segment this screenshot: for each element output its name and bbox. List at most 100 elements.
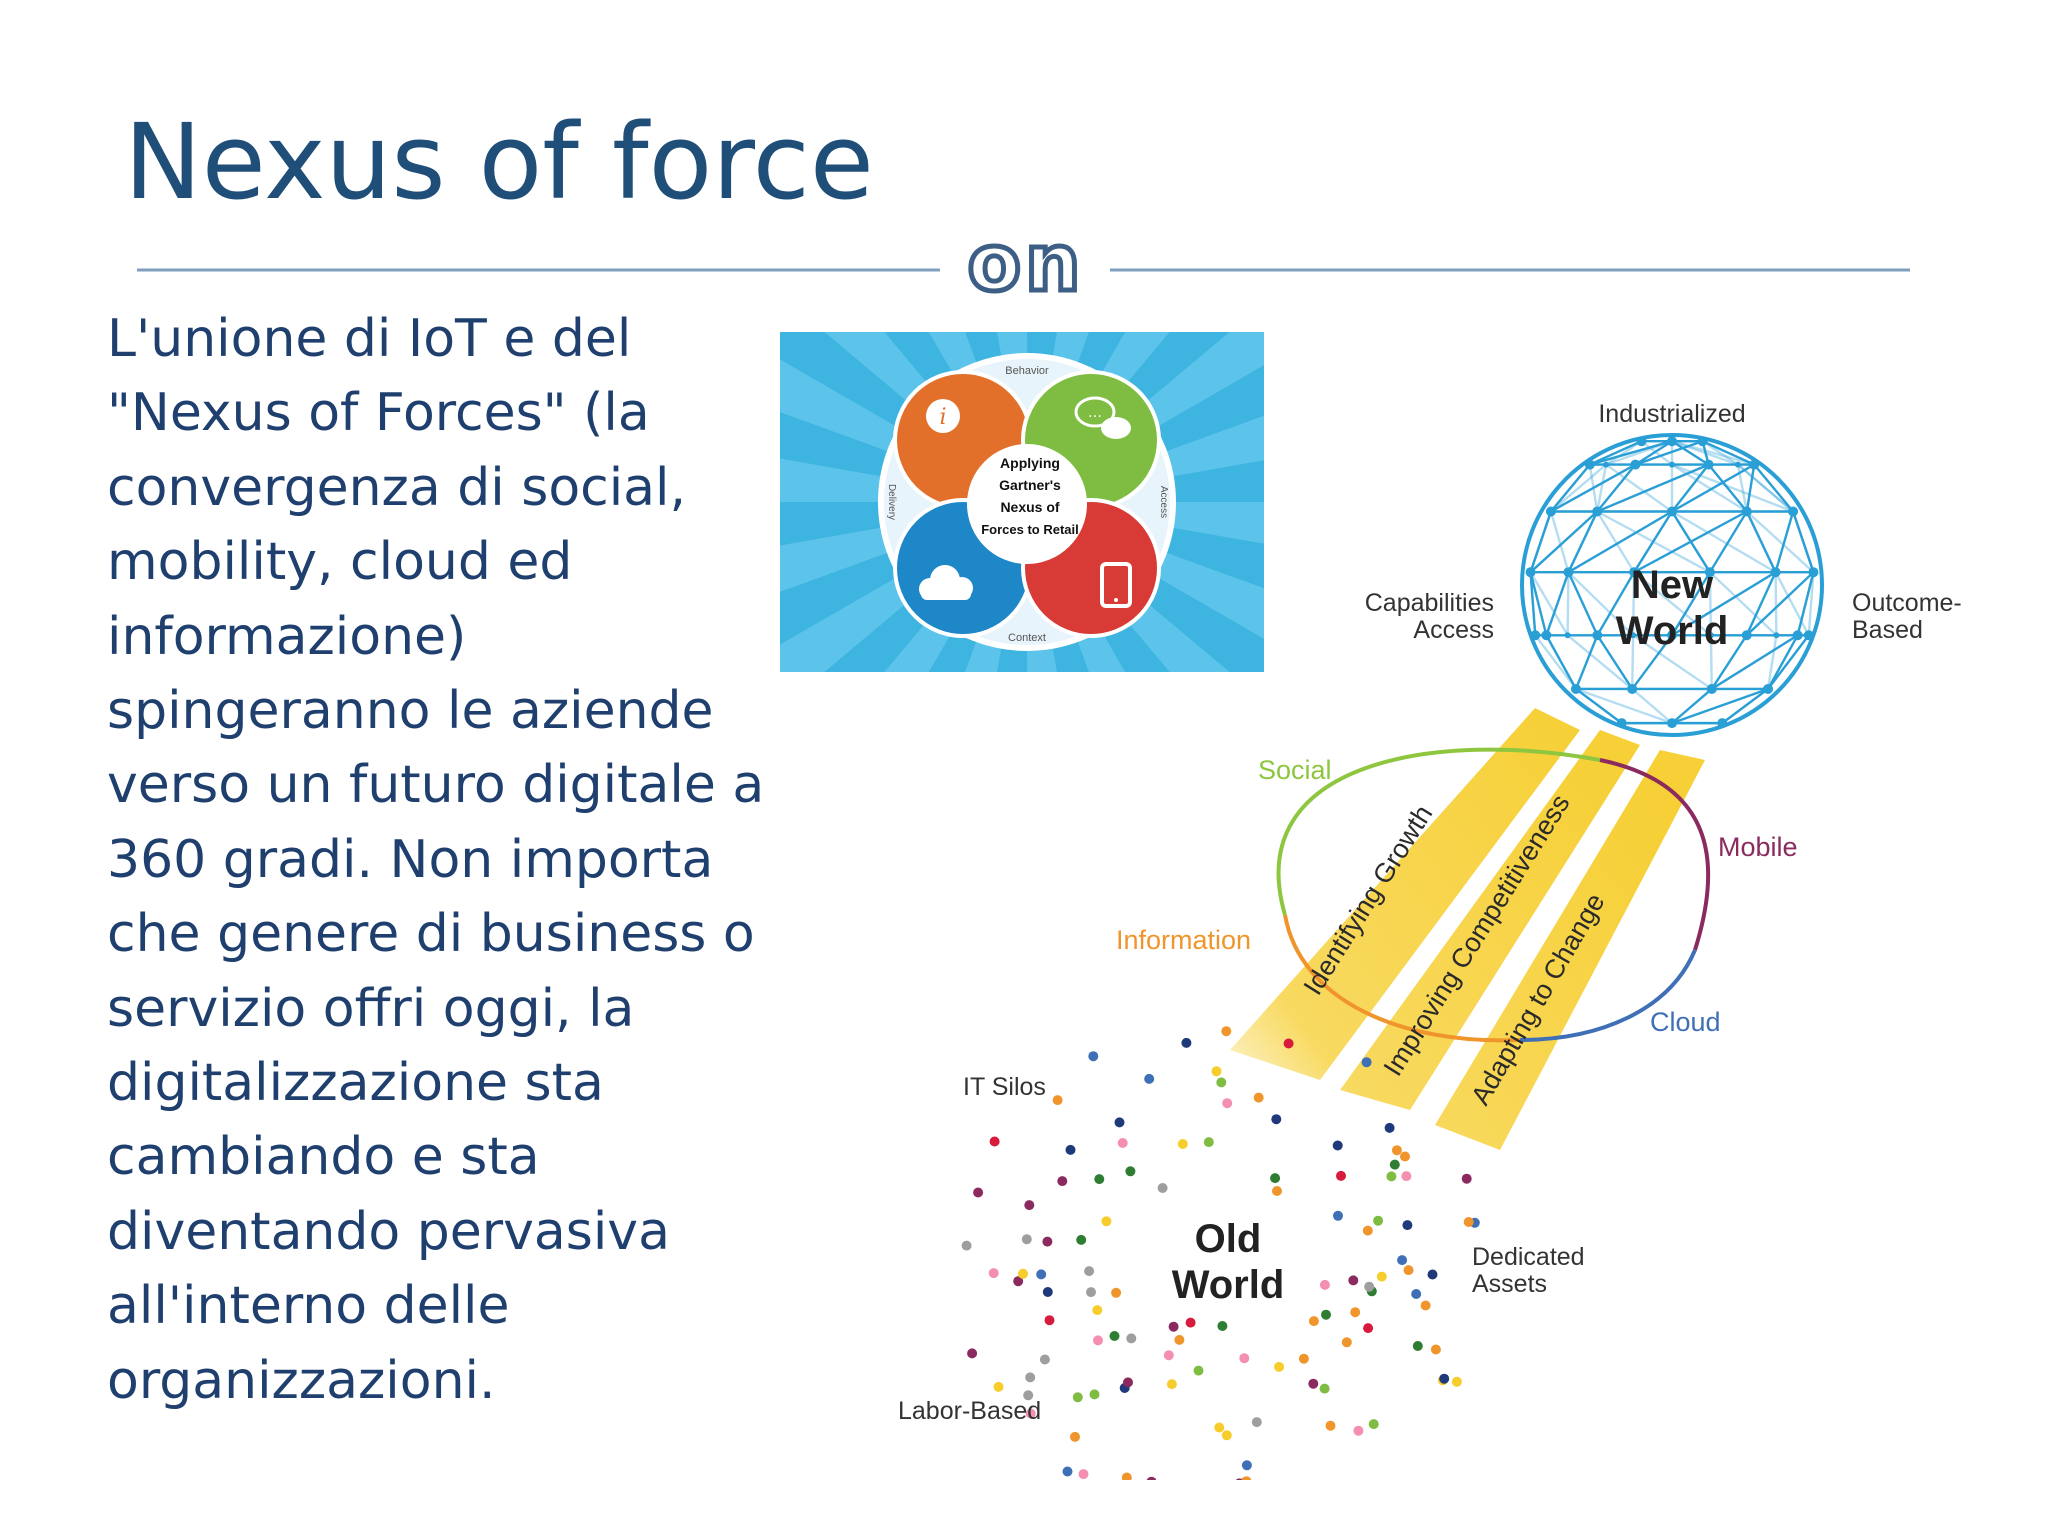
sphere-edge	[1631, 635, 1635, 689]
info-icon: i	[926, 399, 960, 433]
old-world-dots	[961, 1026, 1480, 1480]
center-line-2: Gartner's	[999, 477, 1061, 493]
old-world-dot	[1403, 1265, 1414, 1276]
beam-adapting-to-change	[1435, 750, 1705, 1150]
sphere-edge	[1640, 440, 1673, 466]
body-line: "Nexus of Forces" (la	[107, 383, 650, 444]
sphere-node	[1708, 685, 1715, 692]
sphere-node	[1530, 630, 1541, 641]
old-world-dot	[1402, 1220, 1413, 1231]
sphere-node	[1669, 438, 1675, 445]
sphere-edge	[1766, 635, 1778, 690]
sphere-node	[1790, 508, 1797, 515]
old-world-dot	[1114, 1117, 1125, 1128]
sphere-edge	[1774, 572, 1778, 636]
old-world-dot	[993, 1381, 1004, 1392]
sphere-edge	[1567, 510, 1673, 574]
body-line: cambiando e sta	[107, 1127, 540, 1188]
sphere-node	[1563, 567, 1574, 578]
old-world-dot	[1214, 1422, 1225, 1433]
sphere-edge	[1671, 440, 1755, 466]
label-delivery: Delivery	[886, 484, 897, 520]
sphere-edge	[1745, 571, 1815, 637]
ring-label-mobile: Mobile	[1718, 832, 1798, 862]
label-it-silos: IT Silos	[963, 1073, 1046, 1101]
sphere-edge	[1596, 463, 1710, 513]
sphere-edge	[1721, 687, 1769, 725]
sphere-edge	[1745, 510, 1777, 573]
sphere-node	[1630, 459, 1641, 470]
old-world-dot	[1057, 1176, 1068, 1187]
old-world-dot	[1333, 1210, 1343, 1221]
old-world-dot	[1319, 1279, 1330, 1290]
old-world-dot	[1391, 1145, 1402, 1156]
old-world-dot	[1384, 1122, 1395, 1133]
old-world-dot	[1023, 1390, 1034, 1401]
body-line: che genere di business o	[107, 904, 755, 965]
label-capabilities-line-1: Capabilities	[1365, 589, 1494, 617]
sphere-node	[1669, 508, 1675, 515]
old-world-dot	[1181, 1037, 1192, 1048]
old-world-dot	[1221, 1430, 1232, 1441]
old-world-dot	[1411, 1289, 1422, 1299]
sphere-node	[1669, 461, 1675, 468]
old-world-dot	[1078, 1469, 1089, 1480]
old-world-dot	[1325, 1420, 1336, 1431]
old-world-dot	[1025, 1408, 1036, 1419]
old-world-dot	[1461, 1173, 1472, 1184]
sphere-edge	[1737, 463, 1794, 513]
sphere-edge	[1711, 634, 1799, 690]
old-world-dot	[1332, 1140, 1343, 1151]
sphere-node	[1703, 459, 1714, 470]
old-world-dot	[1042, 1236, 1053, 1247]
sphere-node	[1669, 720, 1675, 727]
label-outcome-line-1: Outcome-	[1852, 589, 1962, 617]
old-world-dot	[1146, 1476, 1157, 1480]
old-world-dot	[1092, 1305, 1103, 1316]
sphere-node	[1570, 683, 1581, 694]
old-world-dot	[1353, 1425, 1364, 1436]
sphere-edge	[1595, 464, 1608, 512]
old-world-dot	[1350, 1307, 1361, 1318]
old-world-dot	[1386, 1171, 1397, 1182]
ring-mobile-segment	[1599, 758, 1711, 951]
old-world-dot	[1241, 1476, 1252, 1480]
sphere-edge	[1632, 634, 1713, 690]
old-world-dot	[1321, 1309, 1331, 1320]
sphere-node	[1541, 630, 1552, 641]
old-world-dot	[1094, 1174, 1105, 1185]
sphere-edge	[1807, 572, 1815, 636]
sphere-edge	[1709, 635, 1713, 689]
body-line: digitalizzazione sta	[107, 1053, 604, 1114]
old-world-dot	[1376, 1271, 1387, 1282]
old-world-dot	[1251, 1417, 1262, 1428]
sphere-edge	[1605, 463, 1673, 513]
sphere-edge	[1791, 511, 1815, 573]
sphere-edge	[1671, 687, 1769, 725]
sphere-edge	[1566, 572, 1570, 636]
old-world-dot	[1239, 1353, 1250, 1364]
sphere-node	[1545, 506, 1556, 517]
sphere-edge	[1791, 511, 1815, 573]
old-world-dot	[1174, 1334, 1185, 1345]
chat-bubbles-icon: …	[1074, 396, 1131, 439]
sphere-edge	[1529, 510, 1598, 574]
sphere-edge	[1671, 463, 1710, 513]
sphere-node	[1734, 461, 1741, 468]
body-line: 360 gradi. Non importa	[107, 829, 714, 890]
sphere-edge	[1745, 510, 1777, 573]
sphere-node	[1810, 569, 1817, 576]
old-world-dot	[1211, 1066, 1222, 1077]
old-world-dot	[1203, 1137, 1214, 1148]
sphere-node	[1741, 630, 1752, 641]
sphere-edge	[1550, 463, 1607, 513]
old-world-dot	[1018, 1268, 1028, 1279]
old-world-dot	[1272, 1186, 1282, 1196]
label-industrialized: Industrialized	[1598, 400, 1745, 428]
sphere-edge	[1549, 511, 1570, 573]
world-diagram: Identifying Growth Improving Competitive…	[898, 400, 1962, 1480]
sphere-edge	[1671, 688, 1713, 725]
sphere-edge	[1566, 634, 1633, 690]
new-world-label-line-1: New	[1631, 563, 1714, 607]
sphere-edge	[1635, 440, 1703, 466]
